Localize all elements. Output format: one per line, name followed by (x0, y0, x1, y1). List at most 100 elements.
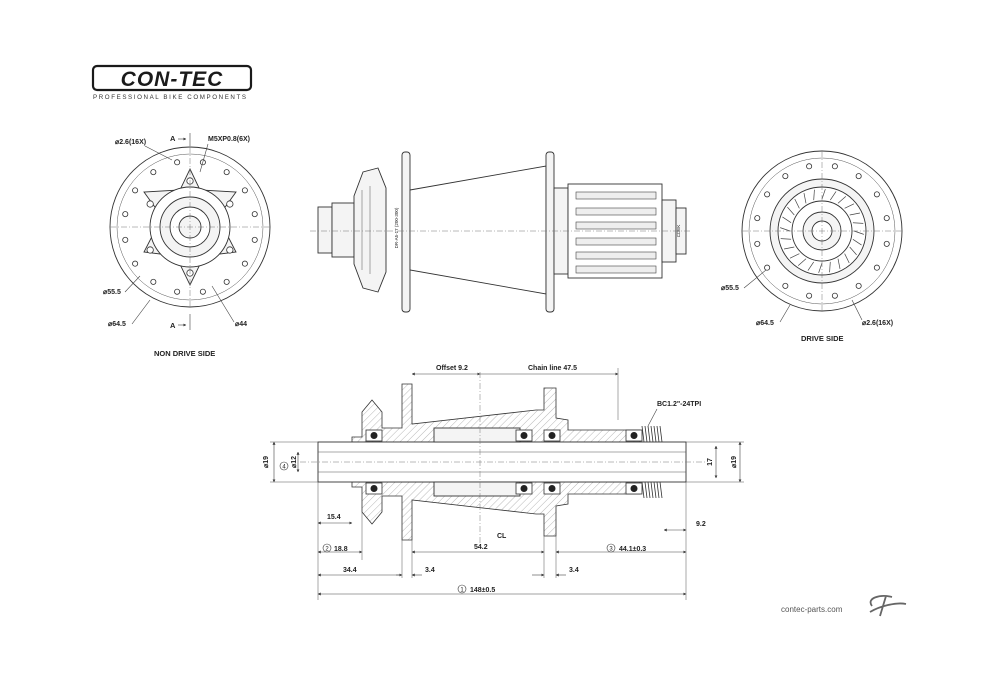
ratchet-tooth (829, 191, 837, 201)
dia12: ⌀12 (291, 456, 298, 468)
badge-4 (279, 461, 289, 471)
dim-34-4: 34.4 (343, 567, 357, 574)
spoke-hole (883, 240, 890, 247)
ratchet-tooth (853, 230, 864, 235)
ds-caption: DRIVE SIDE (801, 334, 844, 343)
nds-thread-label: M5XP0.8(6X) (208, 136, 250, 143)
dim-148: 148±0.5 (470, 587, 495, 594)
thread-tooth (644, 481, 648, 499)
spoke-hole (241, 260, 248, 267)
spline (575, 221, 657, 230)
ratchet-tooth (787, 206, 795, 216)
bolt-hole (226, 200, 234, 208)
thread-label: BC1.2"-24TPI (657, 401, 701, 408)
spoke-hole (831, 163, 838, 170)
ratchet-tooth (821, 189, 826, 200)
dim-3-4-right: 3.4 (569, 567, 579, 574)
dia19-right: ⌀19 (731, 456, 738, 468)
spoke-hole (855, 173, 862, 180)
spoke-hole (251, 211, 258, 218)
section-mark-top: A (170, 134, 176, 143)
ratchet-tooth (837, 196, 847, 204)
bolt-hole (226, 246, 234, 254)
spoke-hole (223, 278, 230, 285)
dim-9-2: 9.2 (696, 521, 706, 528)
bearing-ball (630, 432, 638, 439)
dim-15-4: 15.4 (327, 514, 341, 521)
ratchet-tooth (837, 258, 841, 270)
bearing-ball (370, 432, 378, 439)
spoke-hole (132, 187, 139, 194)
thread-tooth (647, 481, 651, 499)
freehub-thread-bottom (641, 481, 663, 499)
spoke-hole (251, 236, 258, 243)
spoke-hole (122, 211, 129, 218)
spoke-hole (806, 292, 813, 299)
thread-tooth (641, 425, 645, 443)
spoke-hole (754, 215, 761, 222)
spoke-hole (883, 215, 890, 222)
nds-d64-label: ⌀64.5 (108, 321, 126, 328)
dim-3-4-left: 3.4 (425, 567, 435, 574)
thread-tooth (653, 425, 657, 443)
spline (575, 191, 657, 200)
spoke-hole (241, 187, 248, 194)
bearing-ball (370, 485, 378, 492)
thread-tooth (650, 481, 654, 499)
ratchet-tooth (844, 203, 855, 209)
dim-54-2: 54.2 (474, 544, 488, 551)
bearing-ball (520, 485, 528, 492)
spoke-hole (754, 240, 761, 247)
brand-logo: CON-TEC PROFESSIONAL BIKE COMPONENTS (91, 64, 253, 101)
ratchet-tooth (852, 238, 862, 246)
spoke-hole (150, 169, 157, 176)
spoke-hole (122, 236, 129, 243)
badge-2-text: 2 (325, 547, 329, 553)
spoke-hole (199, 288, 206, 295)
ratchet-tooth (797, 258, 807, 266)
spoke-hole (855, 282, 862, 289)
ds-d64-label: ⌀64.5 (756, 320, 774, 327)
ratchet-tooth (780, 227, 791, 232)
dim17: 17 (707, 458, 714, 466)
thread-tooth (650, 425, 654, 443)
spoke-hole (223, 169, 230, 176)
ratchet-tooth (794, 198, 800, 209)
ratchet-tooth (803, 192, 807, 204)
ratchet-teeth (780, 189, 864, 273)
bearing-ball (520, 432, 528, 439)
thread-tooth (656, 425, 660, 443)
nds-hole-label: ⌀2.6(16X) (115, 139, 146, 146)
ds-hole-label: ⌀2.6(16X) (862, 320, 893, 327)
thread-tooth (647, 425, 651, 443)
ratchet-tooth (783, 246, 795, 250)
ratchet-tooth (849, 246, 857, 256)
bearing-ball (548, 485, 556, 492)
thread-tooth (653, 481, 657, 499)
section-mark-bottom: A (170, 321, 176, 330)
ratchet-tooth (813, 189, 815, 201)
dia19-left: ⌀19 (263, 456, 270, 468)
spline (575, 265, 657, 274)
spoke-hole (174, 159, 181, 166)
spoke-hole (782, 173, 789, 180)
hub-side-elevation: DR-A5-17 (200-300) CDEK (310, 151, 692, 313)
spoke-holes-drive (754, 163, 890, 299)
spoke-hole (150, 278, 157, 285)
spline (575, 207, 657, 216)
bearing-ball (548, 432, 556, 439)
logo-tagline: PROFESSIONAL BIKE COMPONENTS (93, 94, 248, 101)
spoke-hole (782, 282, 789, 289)
drive-side-view: ⌀55.5 ⌀64.5 ⌀2.6(16X) DRIVE SIDE (721, 150, 903, 343)
spoke-hole (873, 191, 880, 198)
spoke-hole (764, 264, 771, 271)
bolt-hole (146, 246, 154, 254)
non-drive-side-view: ⌀2.6(16X) A M5XP0.8(6X) ⌀55.5 ⌀64.5 A ⌀4… (103, 133, 271, 358)
nds-caption: NON DRIVE SIDE (154, 349, 215, 358)
freehub-thread-top (641, 425, 663, 443)
offset-label: Offset 9.2 (436, 365, 468, 372)
spoke-holes (122, 159, 258, 295)
website-url: contec-parts.com (781, 605, 843, 614)
chainline-label: Chain line 47.5 (528, 365, 577, 372)
